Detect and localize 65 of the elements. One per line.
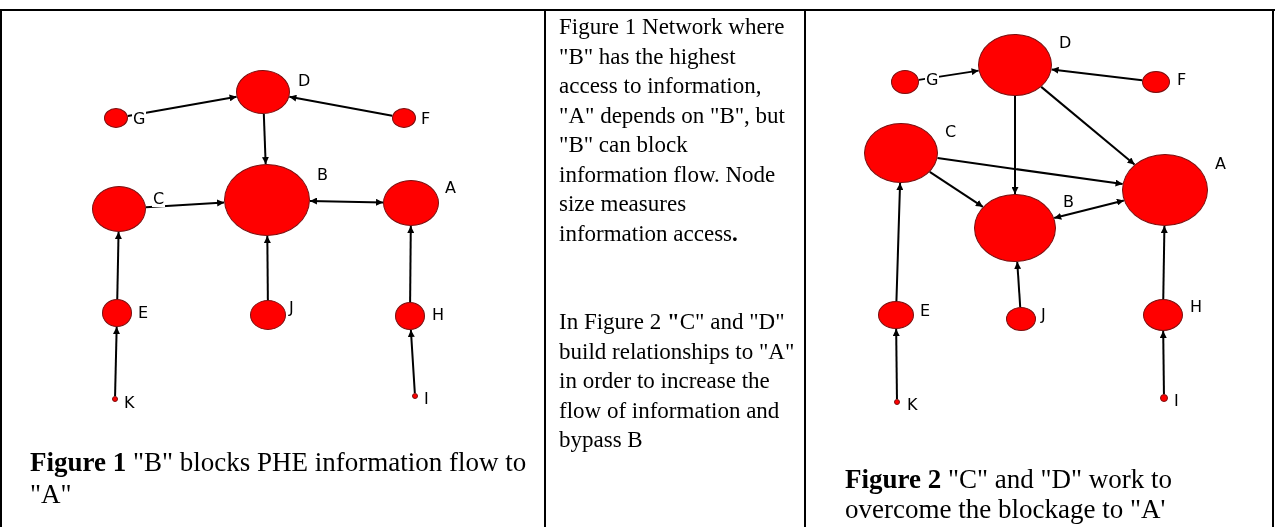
arrow	[407, 225, 415, 303]
arrow	[1011, 95, 1019, 195]
network-node	[395, 302, 425, 330]
node-label: D	[1058, 35, 1073, 51]
node-label: C	[152, 191, 166, 207]
node-label: A	[1214, 156, 1227, 172]
arrow	[1159, 330, 1167, 395]
arrow	[1040, 85, 1136, 166]
arrow	[126, 94, 238, 117]
network-node	[878, 301, 914, 329]
network-node	[1143, 299, 1183, 331]
arrow	[1053, 198, 1125, 220]
network-node	[102, 299, 132, 327]
node-label: A	[444, 180, 457, 196]
node-label: E	[919, 303, 932, 319]
node-label: I	[1173, 393, 1180, 409]
arrow	[1014, 260, 1022, 308]
network-node	[891, 70, 919, 94]
arrow	[895, 182, 904, 302]
arrow	[407, 329, 416, 394]
node-label: E	[137, 305, 150, 321]
figure-caption: Figure 1 "B" blocks PHE information flow to "A"	[30, 446, 528, 510]
network-node	[412, 393, 418, 399]
arrow	[917, 68, 980, 81]
node-label: H	[431, 307, 446, 323]
arrow	[263, 235, 271, 301]
node-label: K	[906, 397, 919, 413]
description-text: In Figure 2 "C" and "D" build relationships to "A" in order to increase the flow of information and bypass B	[559, 308, 796, 454]
node-label: C	[944, 124, 958, 140]
arrow	[113, 326, 120, 397]
arrow	[892, 328, 900, 400]
network-node	[1160, 394, 1168, 402]
arrow	[288, 94, 394, 117]
node-label: B	[1062, 194, 1075, 210]
network-node	[1006, 307, 1036, 331]
network-node	[112, 396, 118, 402]
arrow	[1050, 66, 1144, 82]
network-node	[383, 180, 439, 226]
node-label: I	[423, 391, 430, 407]
arrow	[261, 113, 269, 165]
arrow	[114, 231, 122, 300]
network-node	[1142, 71, 1170, 93]
description-text: Figure 1 Network where "B" has the highest access to information, "A" depends on "B", but "B" can block information flow. Node size measures information access.	[559, 13, 786, 248]
node-label: G	[132, 111, 147, 127]
node-label: F	[420, 111, 432, 127]
node-label: F	[1176, 72, 1188, 88]
network-node	[250, 300, 286, 330]
figure-caption: Figure 2 "C" and "D" work to overcome the blockage to "A'	[845, 464, 1174, 524]
arrow	[936, 157, 1124, 187]
network-node	[894, 399, 900, 405]
node-label: K	[123, 395, 136, 411]
node-label: J	[288, 300, 295, 316]
network-node	[104, 108, 128, 128]
node-label: J	[1040, 307, 1047, 323]
network-node	[236, 70, 290, 114]
arrow	[144, 199, 226, 209]
arrow	[309, 197, 384, 206]
node-label: B	[316, 167, 329, 183]
arrow	[1160, 225, 1168, 300]
node-label: H	[1189, 299, 1204, 315]
node-label: G	[925, 72, 940, 88]
arrow	[928, 170, 984, 208]
network-node	[392, 108, 416, 128]
network-node	[92, 186, 146, 232]
node-label: D	[297, 73, 312, 89]
